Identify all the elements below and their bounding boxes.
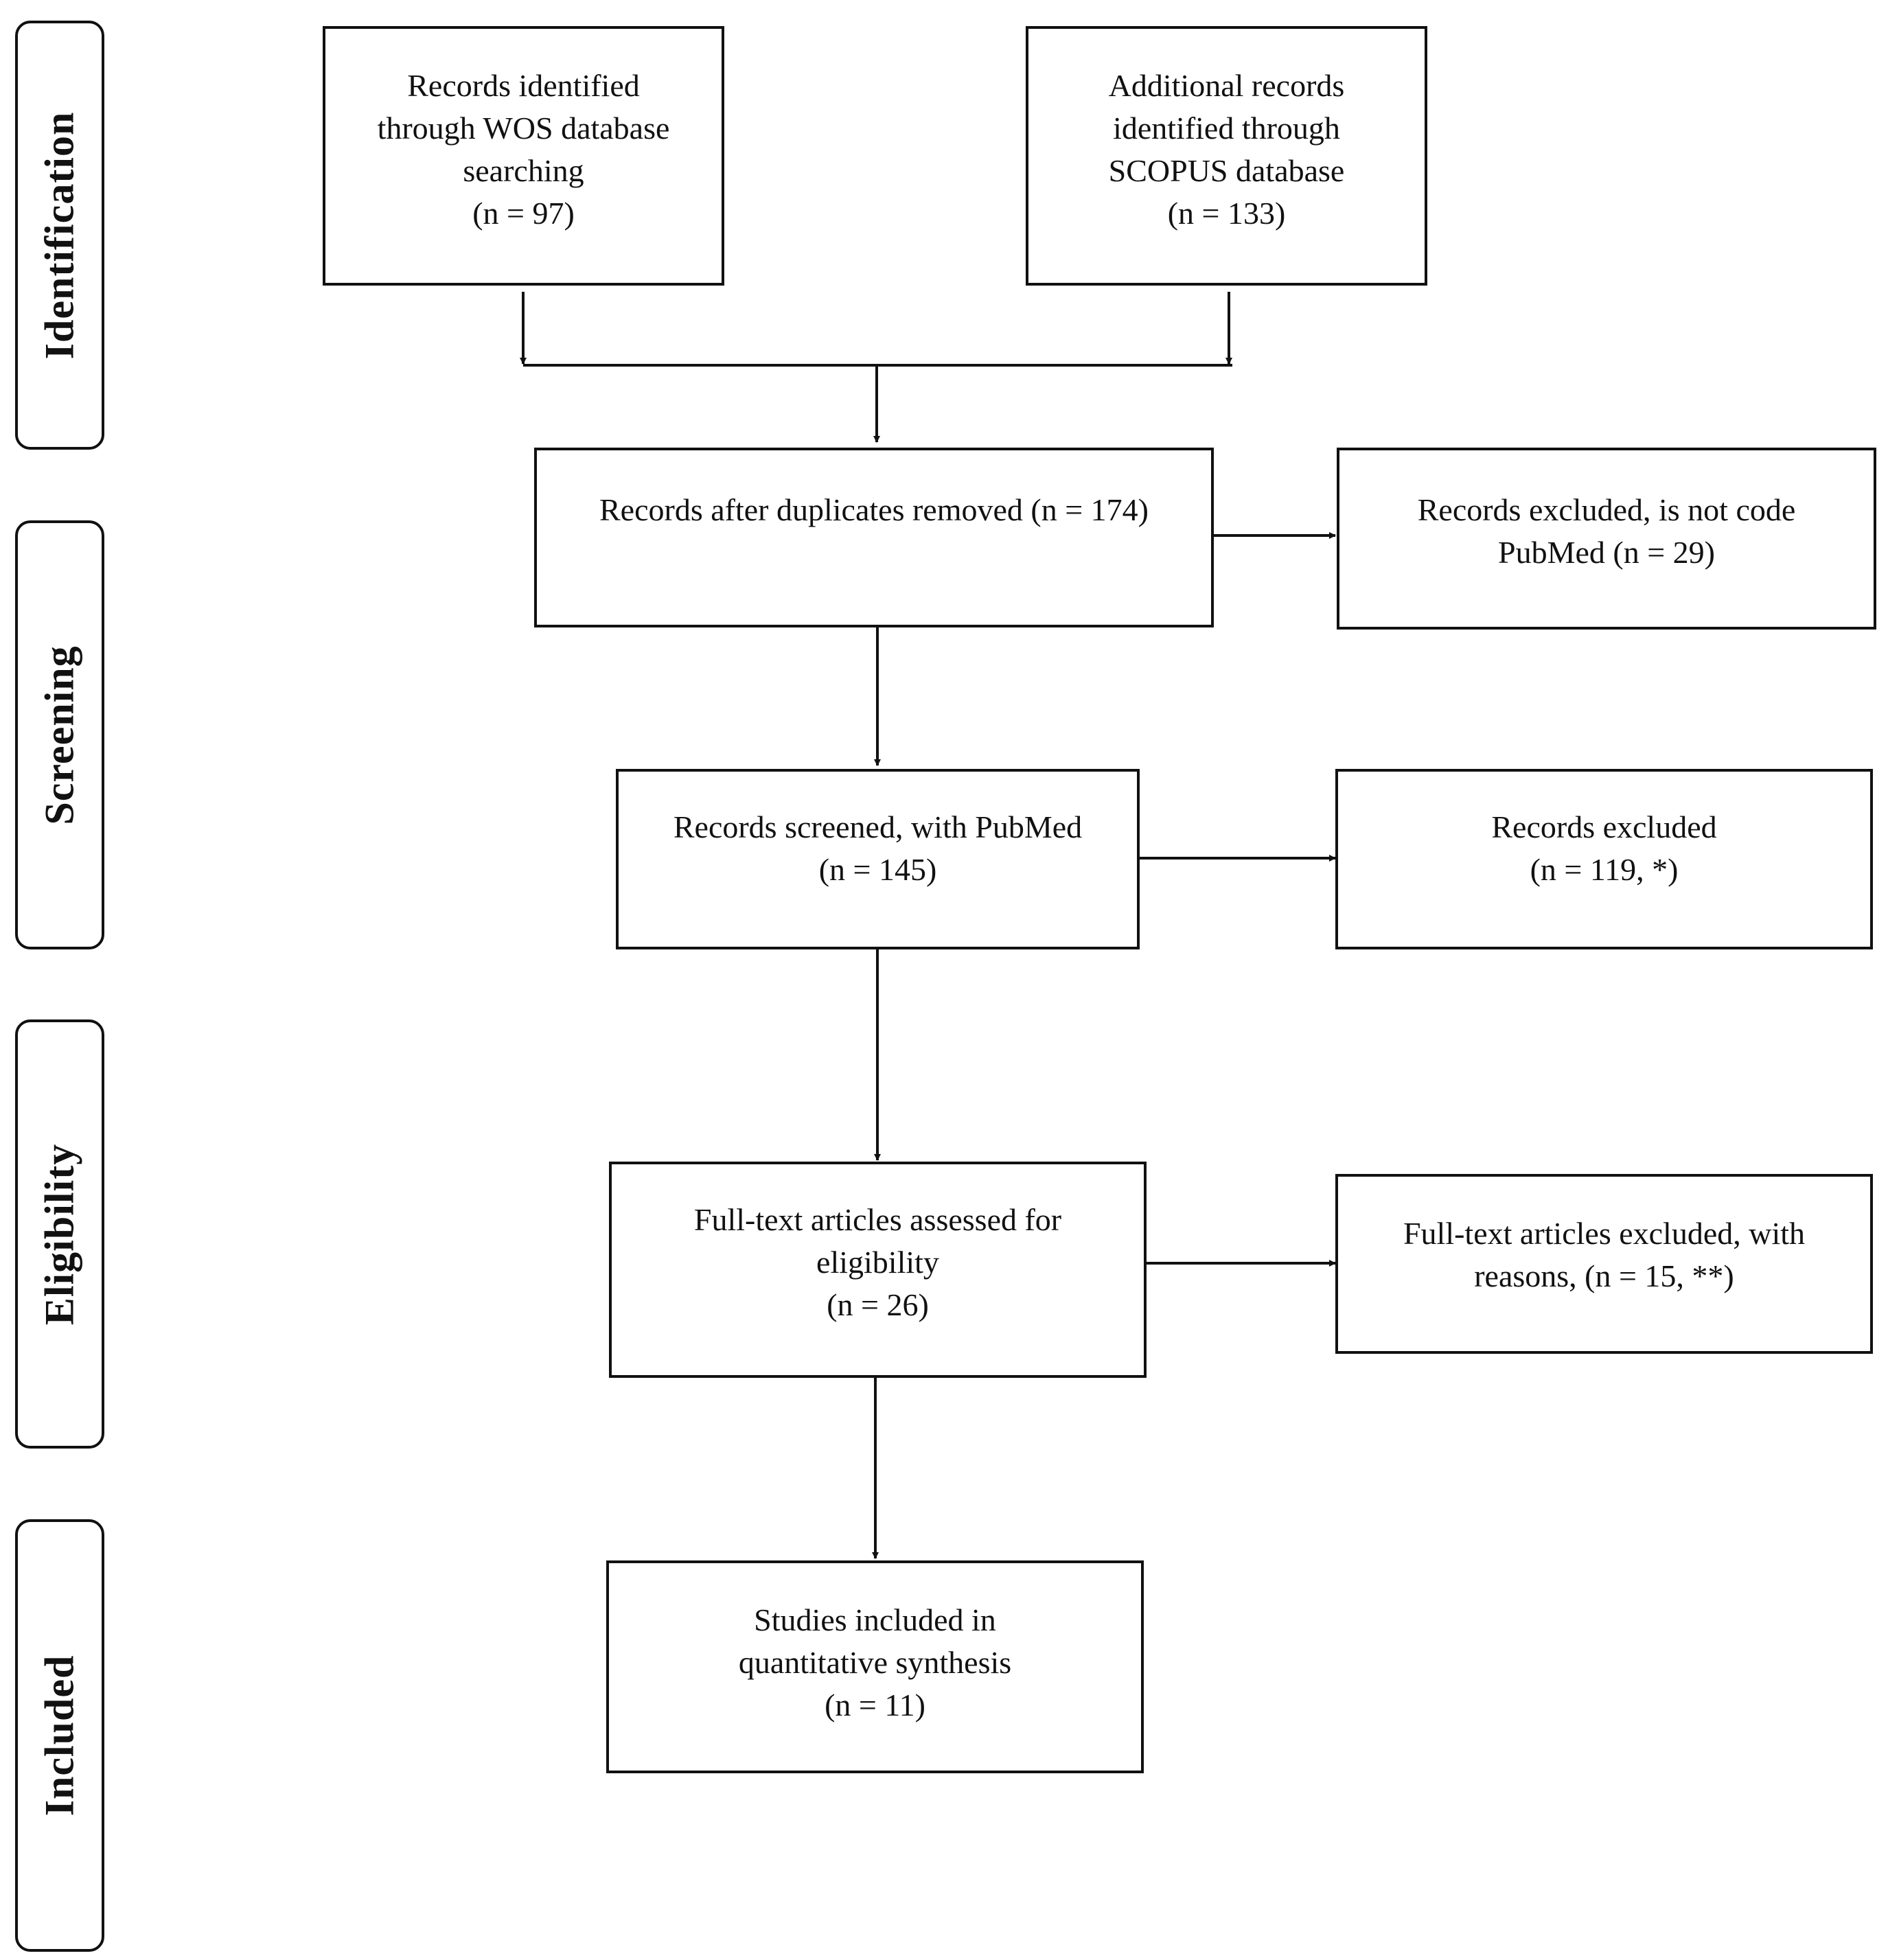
- box-line: (n = 97): [472, 196, 575, 231]
- box-line: through WOS database: [377, 111, 670, 146]
- phase-screening: Screening: [15, 520, 104, 949]
- box-line: reasons, (n = 15, **): [1474, 1258, 1734, 1293]
- box-line: Studies included in: [754, 1602, 996, 1637]
- wos-records-box: Records identified through WOS database …: [323, 26, 724, 286]
- box-line: searching: [463, 153, 584, 188]
- studies-included-box: Studies included in quantitative synthes…: [606, 1560, 1144, 1773]
- box-line: Records identified: [407, 68, 640, 103]
- duplicates-removed-box: Records after duplicates removed (n = 17…: [534, 448, 1214, 627]
- box-line: Full-text articles assessed for: [693, 1202, 1062, 1237]
- box-line: Records excluded, is not code: [1417, 492, 1796, 527]
- box-line: (n = 119, *): [1530, 852, 1679, 887]
- box-line: (n = 11): [825, 1687, 925, 1722]
- box-line: (n = 133): [1167, 196, 1286, 231]
- box-line: Records excluded: [1491, 809, 1717, 844]
- box-line: SCOPUS database: [1108, 153, 1345, 188]
- records-excluded-box: Records excluded (n = 119, *): [1335, 769, 1873, 949]
- box-line: eligibility: [816, 1245, 939, 1280]
- box-line: quantitative synthesis: [738, 1645, 1012, 1680]
- box-line: (n = 26): [827, 1287, 929, 1322]
- box-line: PubMed (n = 29): [1498, 535, 1715, 570]
- box-line: identified through: [1113, 111, 1340, 146]
- box-line: Additional records: [1108, 68, 1345, 103]
- full-text-assessed-box: Full-text articles assessed for eligibil…: [609, 1162, 1147, 1378]
- phase-identification: Identification: [15, 21, 104, 450]
- box-line: Full-text articles excluded, with: [1403, 1216, 1806, 1251]
- phase-eligibility: Eligibility: [15, 1019, 104, 1449]
- excluded-not-pubmed-box: Records excluded, is not code PubMed (n …: [1337, 448, 1876, 630]
- phase-included: Included: [15, 1519, 104, 1952]
- records-screened-box: Records screened, with PubMed (n = 145): [616, 769, 1140, 949]
- box-line: Records screened, with PubMed: [673, 809, 1083, 844]
- full-text-excluded-box: Full-text articles excluded, with reason…: [1335, 1174, 1873, 1354]
- box-line: Records after duplicates removed (n = 17…: [599, 492, 1149, 527]
- scopus-records-box: Additional records identified through SC…: [1026, 26, 1427, 286]
- box-line: (n = 145): [818, 852, 937, 887]
